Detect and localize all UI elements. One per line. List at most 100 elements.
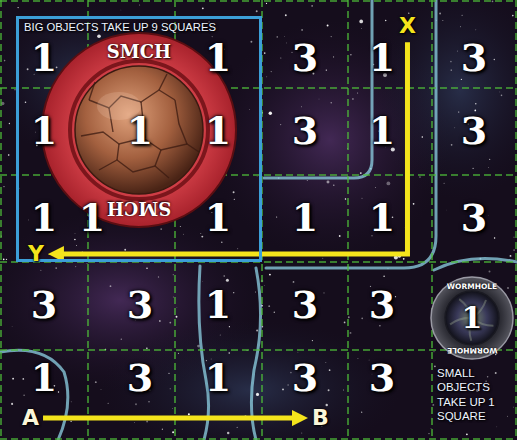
star: [329, 369, 331, 371]
star: [95, 381, 97, 383]
wormhole-name: WORMHOLE: [447, 283, 497, 291]
star: [307, 180, 308, 181]
star: [176, 316, 178, 318]
grid-line: [0, 0, 2, 440]
star: [172, 431, 174, 433]
star: [107, 402, 109, 404]
star: [328, 389, 330, 391]
cost-number: 3: [127, 359, 153, 397]
star: [357, 92, 358, 93]
star: [183, 233, 185, 235]
star: [311, 5, 312, 6]
star: [264, 52, 266, 54]
star: [135, 403, 137, 405]
cost-number: 3: [292, 359, 318, 397]
cost-number: 1: [369, 112, 395, 150]
star: [451, 144, 453, 146]
star: [360, 28, 362, 30]
star: [301, 29, 303, 31]
star: [462, 15, 463, 16]
waypoint: B: [312, 406, 329, 430]
star: [40, 269, 42, 271]
star: [301, 106, 303, 108]
star: [433, 351, 435, 353]
star: [357, 358, 358, 359]
space-lane: [264, 0, 372, 178]
star: [124, 249, 126, 251]
star: [229, 326, 230, 327]
cost-number: 3: [292, 286, 318, 324]
star: [11, 403, 13, 405]
star: [274, 311, 275, 312]
star: [361, 412, 362, 413]
star: [403, 258, 405, 260]
cost-number: 1: [31, 112, 57, 150]
planet-name: SMCH: [107, 199, 171, 217]
star: [507, 415, 509, 417]
cost-number: 3: [292, 39, 318, 77]
cost-number: 3: [127, 286, 153, 324]
star: [432, 404, 434, 406]
star: [25, 101, 27, 103]
cost-number: 1: [31, 199, 57, 237]
star: [475, 103, 476, 104]
star: [297, 351, 299, 353]
star: [255, 291, 257, 293]
star: [430, 416, 432, 418]
star: [507, 287, 508, 288]
star: [178, 353, 179, 354]
cost-number: 1: [127, 112, 153, 150]
star: [202, 281, 204, 283]
star: [312, 340, 313, 341]
waypoint: X: [399, 14, 416, 38]
star: [110, 285, 112, 287]
star: [293, 281, 295, 283]
star: [325, 362, 326, 363]
star: [263, 284, 265, 286]
star: [350, 332, 352, 334]
star: [472, 168, 473, 169]
star: [359, 20, 363, 24]
cost-number: 1: [205, 199, 231, 237]
star: [201, 236, 203, 238]
star: [350, 54, 351, 55]
star: [330, 102, 331, 103]
star: [70, 401, 72, 403]
star: [75, 266, 76, 267]
star: [501, 94, 503, 96]
star: [268, 305, 270, 307]
star: [434, 365, 436, 367]
star: [271, 71, 272, 72]
planet-crack: [99, 160, 169, 178]
star: [160, 228, 162, 230]
star: [262, 326, 264, 328]
star: [374, 187, 376, 189]
rule-note: SMALL OBJECTS TAKE UP 1 SQUARE: [437, 366, 513, 424]
star: [269, 111, 272, 114]
star: [176, 307, 178, 309]
star: [487, 376, 489, 378]
star: [352, 98, 354, 100]
star: [277, 36, 278, 37]
cost-number: 1: [462, 303, 483, 333]
waypoint-letter: B: [312, 406, 329, 430]
star: [170, 388, 171, 389]
cost-number: 1: [292, 199, 318, 237]
star: [343, 389, 345, 391]
star: [488, 167, 490, 169]
star: [266, 3, 267, 4]
planet-name: SMCH: [107, 43, 171, 61]
star: [200, 232, 202, 234]
wormhole-name: WORMHOLE: [447, 346, 497, 354]
star: [495, 372, 497, 374]
star: [383, 276, 384, 277]
grid-line: [0, 438, 517, 440]
star: [229, 352, 230, 353]
cost-number: 3: [31, 286, 57, 324]
cost-number: 1: [205, 39, 231, 77]
star: [510, 255, 512, 257]
star: [173, 296, 174, 297]
star: [256, 330, 258, 332]
star: [318, 98, 320, 100]
